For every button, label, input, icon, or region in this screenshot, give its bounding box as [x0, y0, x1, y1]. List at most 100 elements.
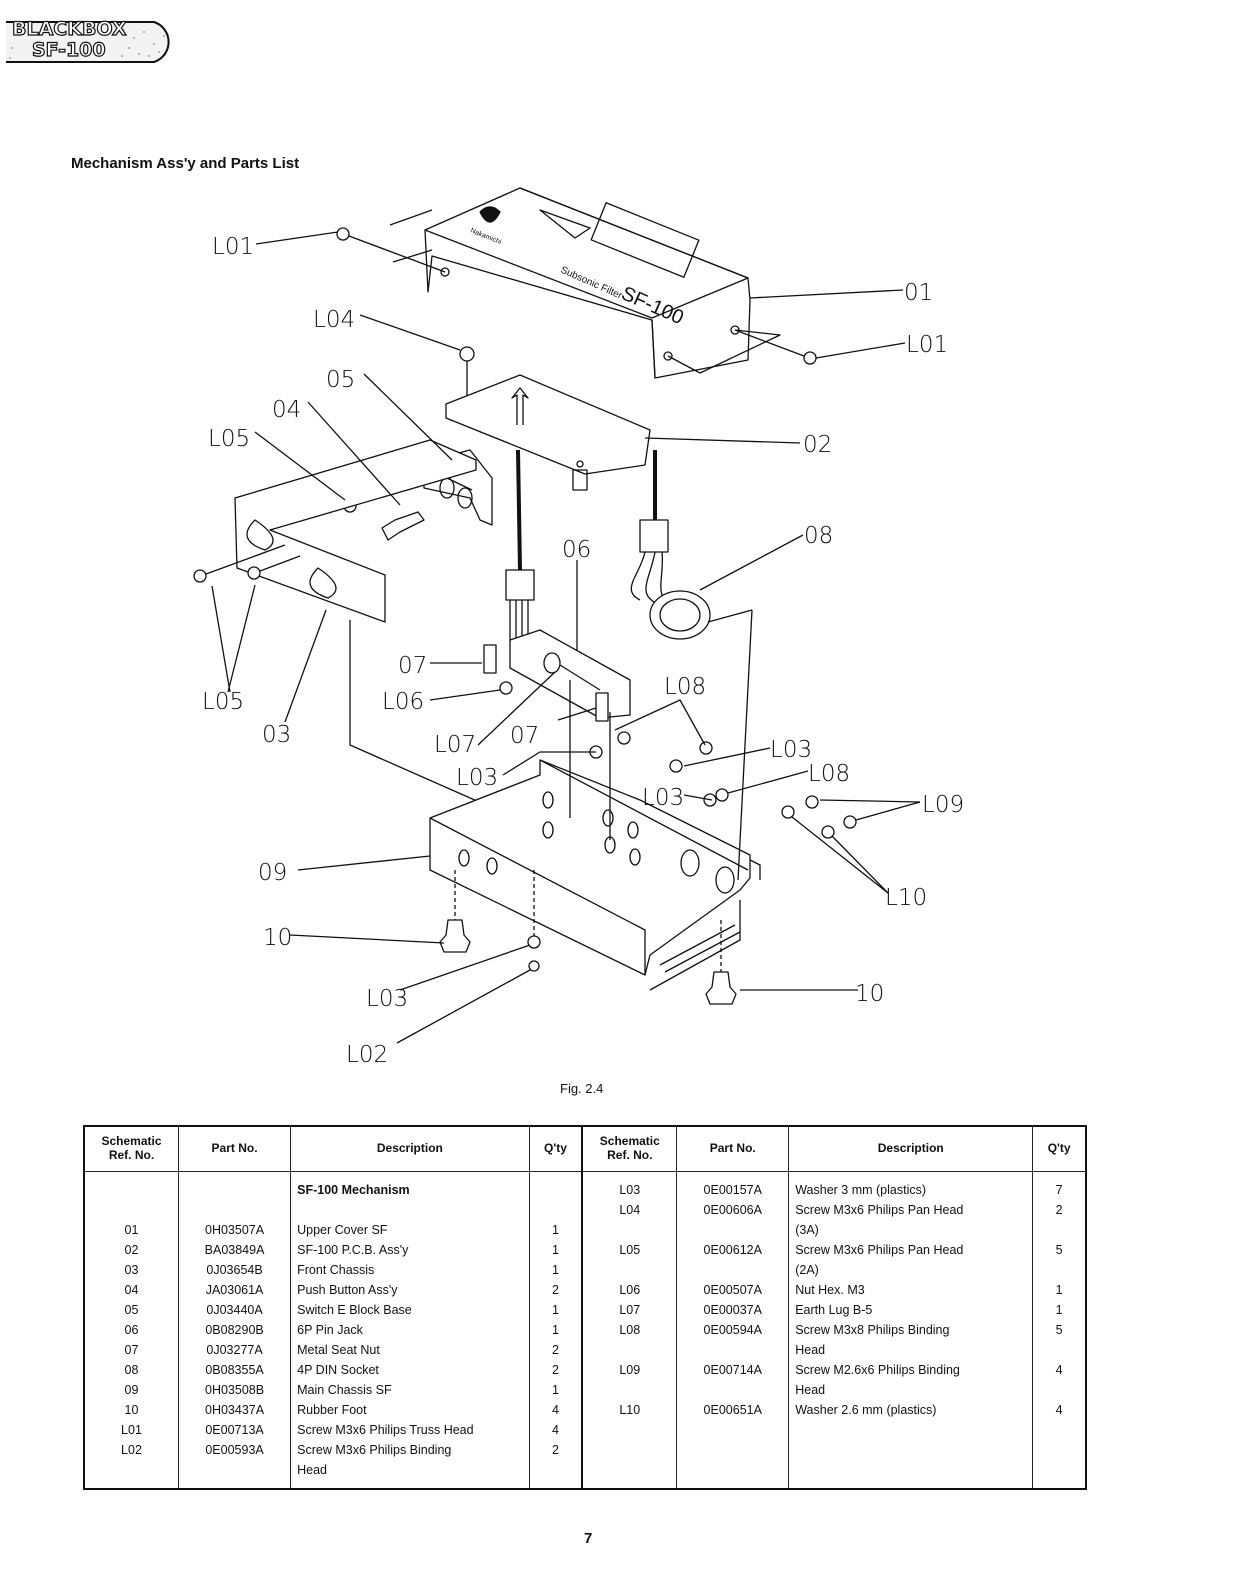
callout-L03-c: L03 — [642, 785, 684, 811]
table-cell: 0E00714A — [703, 1363, 762, 1377]
header-description-right: Description — [788, 1125, 1034, 1172]
table-cell — [683, 1220, 782, 1240]
callout-02: 02 — [803, 432, 832, 458]
exploded-diagram-svg: Subsonic Filter SF-100 Nakamichi — [193, 187, 964, 1068]
table-cell: 0J03277A — [206, 1343, 263, 1357]
table-cell: Switch E Block Base — [297, 1303, 412, 1317]
table-cell: L09 — [619, 1363, 641, 1377]
callout-L04: L04 — [313, 307, 355, 333]
table-cell: 4 — [1055, 1403, 1063, 1417]
callout-L06: L06 — [382, 689, 424, 715]
table-cell: Upper Cover SF — [297, 1223, 388, 1237]
table-cell: 2 — [551, 1343, 559, 1357]
table-cell: 5 — [1055, 1323, 1063, 1337]
table-cell: 10 — [124, 1403, 139, 1417]
table-cell — [683, 1340, 782, 1360]
header-qty-right: Q'ty — [1032, 1125, 1087, 1172]
table-cell — [536, 1460, 576, 1480]
table-cell: 08 — [124, 1363, 139, 1377]
front-chassis-part — [234, 439, 477, 623]
screw-L04 — [459, 346, 475, 362]
table-cell: L06 — [619, 1283, 641, 1297]
table-cell: 1 — [551, 1383, 559, 1397]
callout-07-top: 07 — [398, 653, 427, 679]
table-cell: 0E00606A — [703, 1203, 762, 1217]
header-qty-left: Q'ty — [528, 1125, 584, 1172]
header-schematic-ref-right: Schematic Ref. No. — [581, 1125, 678, 1172]
header-description-left: Description — [290, 1125, 530, 1172]
table-cell — [91, 1180, 172, 1200]
screw-L01-left — [336, 227, 350, 241]
table-cell: 4 — [1055, 1363, 1063, 1377]
table-cell: 1 — [551, 1243, 559, 1257]
table-cell: 1 — [551, 1223, 559, 1237]
table-cell — [91, 1460, 172, 1480]
table-cell: Head — [297, 1463, 328, 1477]
table-cell: Main Chassis SF — [297, 1383, 392, 1397]
callout-L03-d: L03 — [366, 986, 408, 1012]
table-cell: 01 — [124, 1223, 139, 1237]
table-cell: 5 — [1055, 1243, 1063, 1257]
callout-03: 03 — [262, 722, 291, 748]
table-cell: L03 — [619, 1183, 641, 1197]
table-cell: Washer 2.6 mm (plastics) — [795, 1403, 937, 1417]
table-cell — [683, 1260, 782, 1280]
table-cell: L01 — [121, 1423, 142, 1437]
callout-L05-top: L05 — [208, 426, 250, 452]
table-cell — [297, 1200, 522, 1220]
table-cell: 2 — [551, 1443, 559, 1457]
table-cell: 1 — [1055, 1303, 1063, 1317]
table-cell: 1 — [551, 1263, 559, 1277]
table-cell — [589, 1340, 670, 1360]
table-cell: 2 — [1055, 1203, 1063, 1217]
rubber-foot-right — [705, 971, 737, 1005]
header-text: Ref. No. — [108, 1148, 155, 1162]
callout-08: 08 — [804, 523, 833, 549]
table-cell: 1 — [551, 1303, 559, 1317]
push-button-part — [381, 511, 425, 541]
header-part-no-right: Part No. — [676, 1125, 790, 1172]
callout-L03-a: L03 — [456, 765, 498, 791]
table-cell: 4 — [551, 1423, 559, 1437]
callout-L10: L10 — [885, 885, 927, 911]
table-cell: 0H03508B — [205, 1383, 265, 1397]
table-cell: SF-100 P.C.B. Ass'y — [297, 1243, 409, 1257]
callout-L08-mid: L08 — [808, 761, 850, 787]
table-cell: 04 — [124, 1283, 139, 1297]
table-cell: 07 — [124, 1343, 139, 1357]
table-cell: Earth Lug B-5 — [795, 1303, 873, 1317]
table-cell — [589, 1260, 670, 1280]
table-cell: 4P DIN Socket — [297, 1363, 379, 1377]
callout-L03-b: L03 — [770, 737, 812, 763]
table-header-row: Schematic Ref. No. Part No. Description … — [83, 1125, 1087, 1172]
callout-09: 09 — [258, 860, 287, 886]
table-cell: 2 — [551, 1363, 559, 1377]
table-cell: 09 — [124, 1383, 139, 1397]
callout-L01-right: L01 — [906, 332, 948, 358]
table-cell — [1039, 1380, 1079, 1400]
table-cell: Screw M3x6 Philips Binding — [297, 1443, 452, 1457]
table-cell — [1039, 1340, 1079, 1360]
header-text: Schematic — [599, 1134, 660, 1148]
table-cell: 0B08355A — [205, 1363, 264, 1377]
table-cell — [185, 1180, 284, 1200]
right-desc-column: Washer 3 mm (plastics)Screw M3x6 Philips… — [788, 1171, 1034, 1489]
table-cell: Screw M3x8 Philips Binding — [795, 1323, 950, 1337]
din-socket-part — [649, 590, 711, 640]
callout-06: 06 — [562, 537, 591, 563]
table-cell — [536, 1200, 576, 1220]
table-cell: 0E00594A — [703, 1323, 762, 1337]
header-text: Ref. No. — [607, 1148, 653, 1162]
header-text: Schematic — [101, 1134, 162, 1148]
header-part-no-left: Part No. — [177, 1125, 292, 1172]
table-cell: 0E00507A — [703, 1283, 762, 1297]
table-cell: (2A) — [795, 1263, 819, 1277]
table-cell: 1 — [551, 1323, 559, 1337]
callout-10-left: 10 — [263, 925, 292, 951]
table-cell: Rubber Foot — [297, 1403, 367, 1417]
logo-line-1: BLACKBOX — [11, 18, 127, 40]
